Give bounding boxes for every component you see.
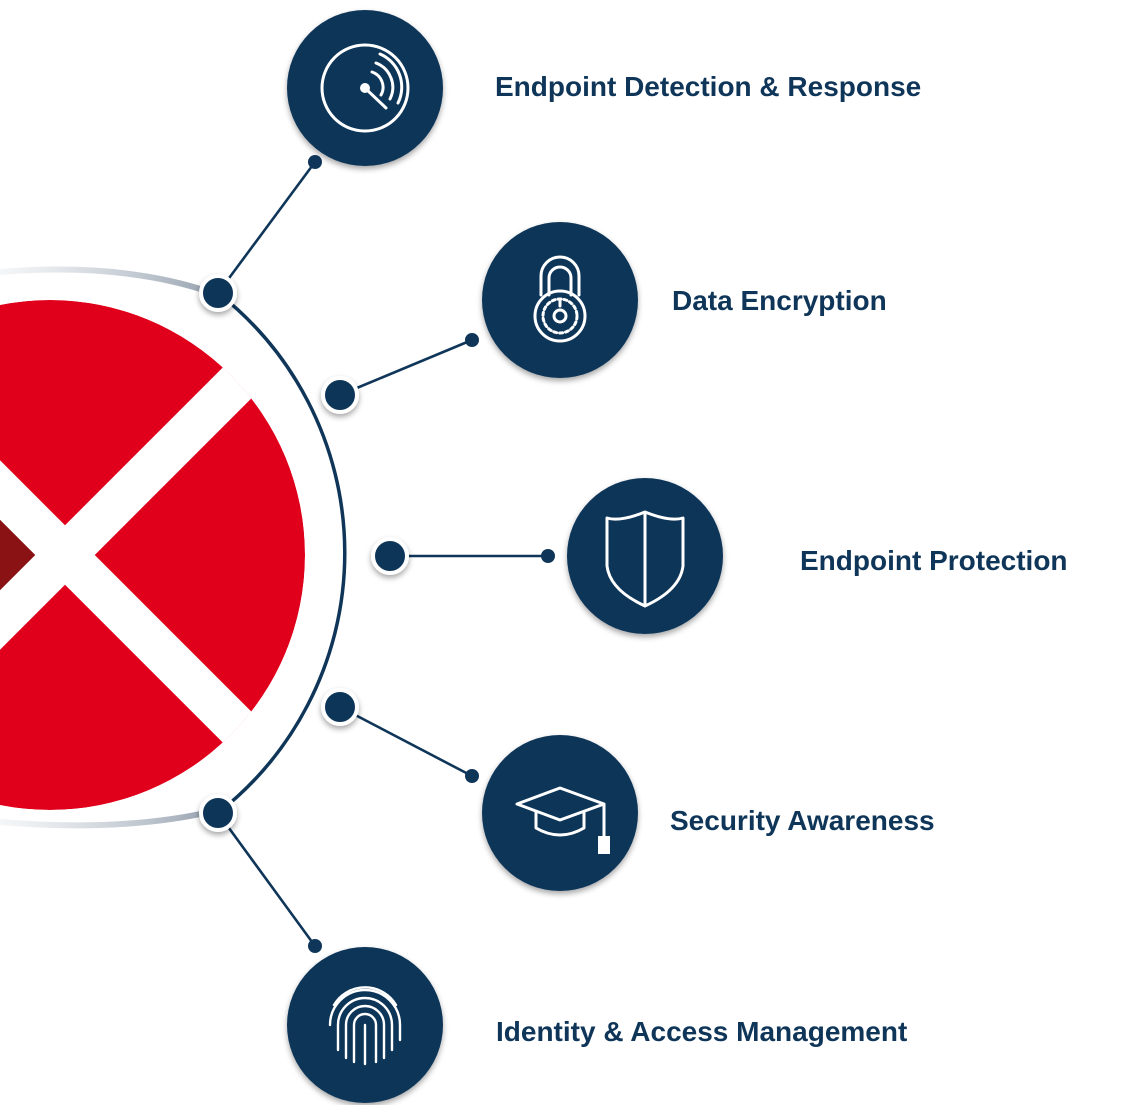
connector-end-dots <box>308 155 555 953</box>
padlock-icon <box>533 255 587 343</box>
end-dot-awareness <box>465 769 479 783</box>
label-identity-access-management: Identity & Access Management <box>496 1016 908 1047</box>
outer-arc-top <box>0 266 211 295</box>
arc-node-edr <box>199 274 237 312</box>
graduation-cap-icon <box>515 786 610 854</box>
connector-line-iam <box>216 812 317 947</box>
connectors <box>216 161 548 947</box>
edr-node <box>287 10 443 166</box>
protection-node <box>567 478 723 634</box>
label-endpoint-protection: Endpoint Protection <box>800 545 1068 576</box>
connector-line-edr <box>216 161 317 294</box>
brand-logo <box>0 300 305 810</box>
main-arc <box>216 291 347 815</box>
end-dot-iam <box>308 939 322 953</box>
outer-arc-bottom <box>0 809 211 829</box>
encryption-node <box>482 222 638 378</box>
fingerprint-icon <box>328 986 402 1066</box>
iam-node <box>287 947 443 1103</box>
arc-node-iam <box>199 794 237 832</box>
arc-nodes <box>199 274 409 832</box>
end-dot-encryption <box>465 333 479 347</box>
arc-node-awareness <box>321 688 359 726</box>
awareness-circle <box>482 735 638 891</box>
arc-node-encryption <box>321 376 359 414</box>
label-data-encryption: Data Encryption <box>672 285 887 316</box>
connector-line-awareness <box>339 705 473 778</box>
end-dot-protection <box>541 549 555 563</box>
label-endpoint-detection-response: Endpoint Detection & Response <box>495 71 922 102</box>
radar-icon <box>320 43 410 133</box>
connector-line-encryption <box>339 338 473 397</box>
label-security-awareness: Security Awareness <box>670 805 935 836</box>
shield-icon <box>605 510 685 608</box>
arc-node-protection <box>371 537 409 575</box>
end-dot-edr <box>308 155 322 169</box>
awareness-node <box>482 735 638 891</box>
